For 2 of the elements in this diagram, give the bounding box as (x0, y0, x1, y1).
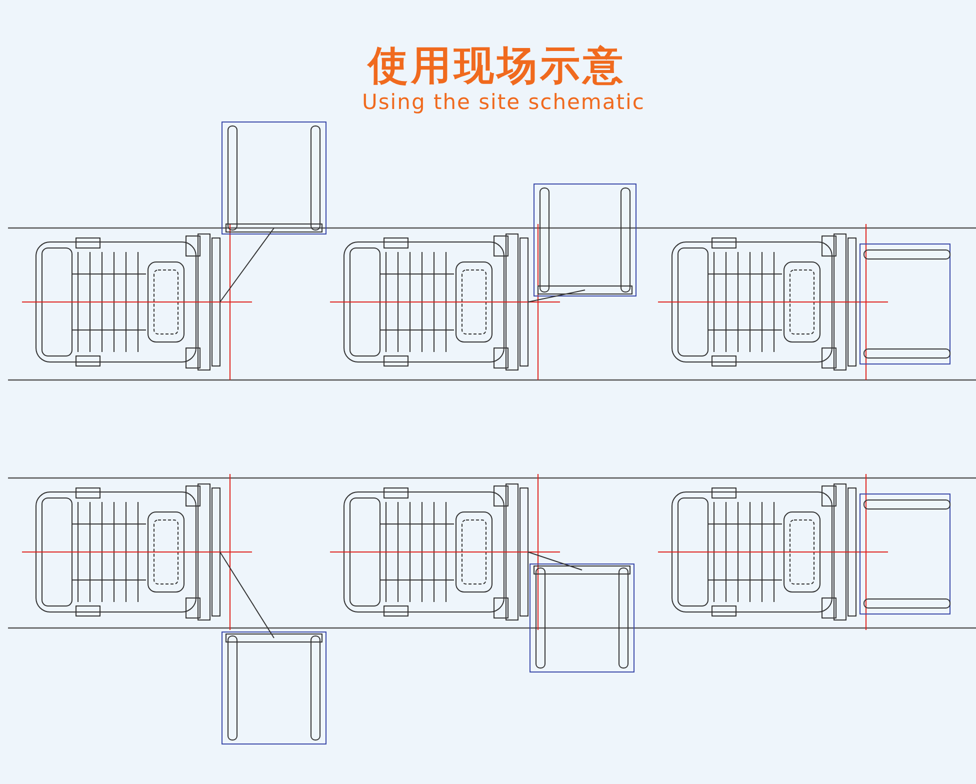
subtitle: Using the site schematic (362, 90, 645, 114)
diagram-title: 使用现场示意 (368, 42, 626, 91)
